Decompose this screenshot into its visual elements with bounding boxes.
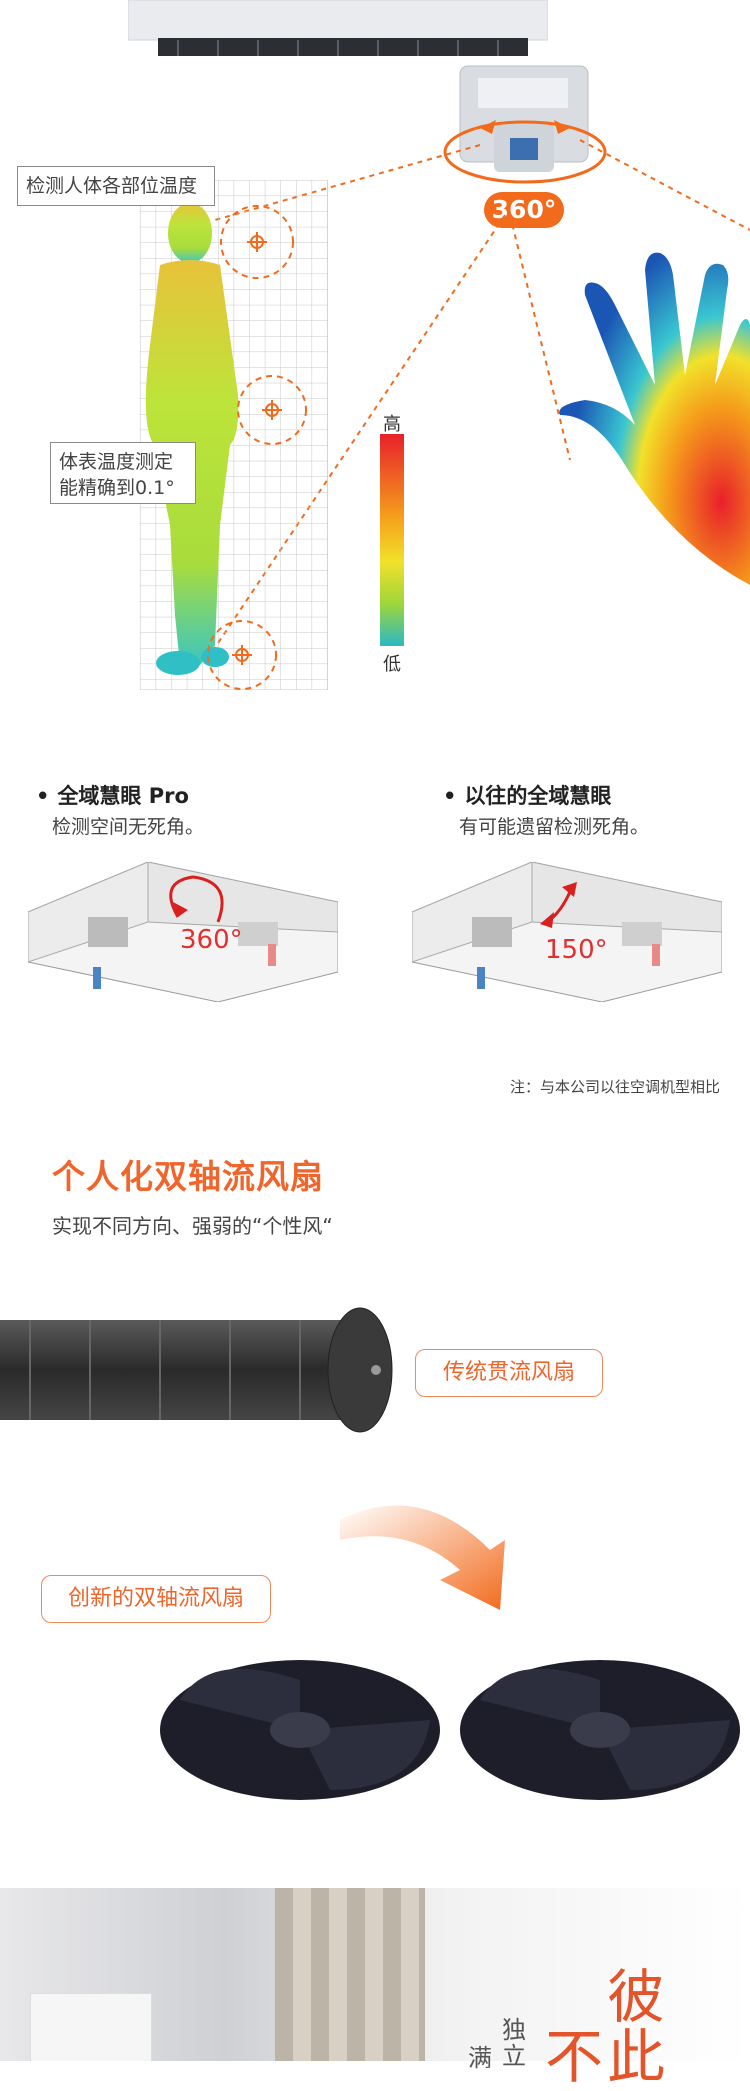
comparison-new-angle: 360° [180, 925, 243, 955]
ac-unit-drawing [127, 0, 549, 56]
ac-unit [127, 0, 549, 60]
sensor-drawing [459, 65, 589, 172]
banner-small-char-2: 立 [502, 2042, 526, 2070]
target-marker-head [220, 205, 294, 279]
fan-section-title: 个人化双轴流风扇 [52, 1157, 324, 1196]
comparison-note: 注：与本公司以往空调机型相比 [510, 1078, 721, 1096]
callout-body-temperature: 检测人体各部位温度 [17, 166, 215, 206]
banner-small-char-3: 满 [468, 2044, 492, 2072]
wall-ac-unit [30, 1993, 152, 2061]
comparison-new-title: 全域慧眼 Pro [36, 780, 189, 810]
transition-arrow-icon [340, 1505, 505, 1610]
cross-flow-fan-image [0, 1307, 393, 1433]
tag-innovative-fan: 创新的双轴流风扇 [41, 1575, 271, 1623]
sensor-closeup [458, 64, 590, 194]
tag-traditional-fan: 传统贯流风扇 [415, 1349, 603, 1397]
legend-low-label: 低 [383, 654, 401, 675]
thermal-hand-image [559, 252, 750, 585]
bottom-banner [0, 1888, 750, 2061]
banner-small-char-1: 独 [502, 2016, 526, 2044]
axial-fan-right [460, 1660, 740, 1800]
fan-section-subtitle: 实现不同方向、强弱的“个性风“ [52, 1214, 333, 1238]
callout-temperature-precision: 体表温度测定能精确到0.1° [50, 442, 196, 504]
sensor-angle-badge: 360° [484, 192, 564, 228]
axial-fan-left [160, 1660, 440, 1800]
banner-big-char-1: 彼 [607, 1963, 666, 2031]
target-marker-foot [207, 620, 277, 690]
room-illustration-old [412, 862, 722, 1002]
sensor-rotation-ring [443, 120, 607, 184]
comparison-old-angle: 150° [545, 935, 608, 965]
axial-fans-image [160, 1660, 740, 1800]
banner-big-char-3: 不 [545, 2023, 604, 2091]
comparison-old-title: 以往的全域慧眼 [443, 780, 611, 810]
comparison-new-desc: 检测空间无死角。 [52, 816, 205, 838]
comparison-old-desc: 有可能遗留检测死角。 [459, 816, 650, 838]
room-illustration-new [28, 862, 338, 1002]
legend-high-label: 高 [383, 414, 401, 435]
temperature-legend-bar [380, 434, 404, 646]
target-marker-hand [237, 375, 307, 445]
banner-big-char-2: 此 [607, 2023, 666, 2091]
curtain [275, 1888, 425, 2061]
